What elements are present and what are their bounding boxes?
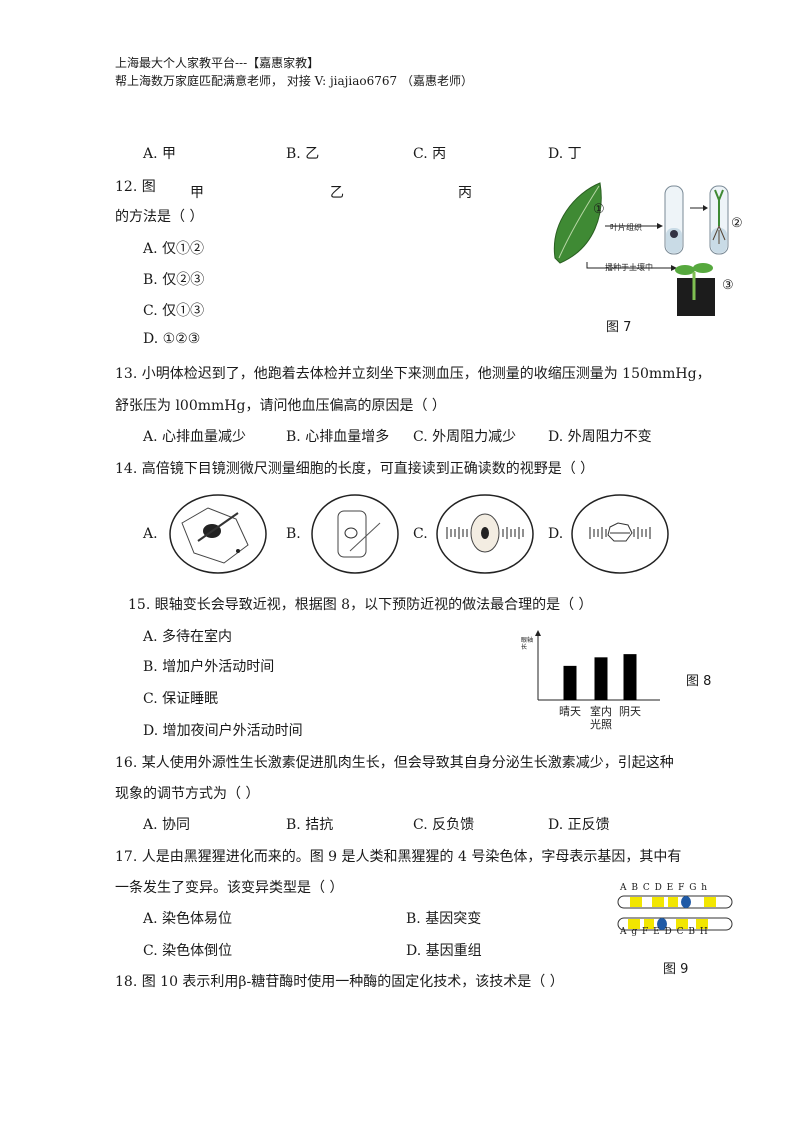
q16-stem-line1: 16. 某人使用外源性生长激素促进肌肉生长，但会导致其自身分泌生长激素减少，引起… — [115, 755, 674, 771]
chart-bar-1 — [563, 665, 577, 700]
q12-option-d: D. ①②③ — [143, 331, 201, 347]
figure-7-caption: 图 7 — [606, 320, 632, 335]
figure-7-label-tissue: 叶片组织 — [610, 223, 642, 232]
chart-x-tick-label: 晴天 — [559, 705, 581, 718]
chromosome-bottom-genes: A g F E D C B H — [620, 927, 709, 937]
q17-option-b: B. 基因突变 — [406, 911, 482, 927]
q17-option-d: D. 基因重组 — [406, 943, 482, 959]
q12-label-bing: 丙 — [458, 185, 472, 201]
q14-label-c: C. — [413, 526, 428, 542]
chart-x-tick-label: 阴天 — [619, 705, 641, 718]
q16-option-a: A. 协同 — [143, 817, 191, 833]
q12-stem-start: 12. 图 — [115, 179, 156, 195]
microscope-field-b — [311, 494, 399, 574]
q13-option-b: B. 心排血量增多 — [286, 429, 390, 445]
figure-7-illustration — [553, 182, 729, 316]
q17-option-a: A. 染色体易位 — [143, 911, 233, 927]
q16-option-b: B. 拮抗 — [286, 817, 334, 833]
chart-bar-2 — [594, 657, 608, 700]
q15-option-c: C. 保证睡眠 — [143, 691, 219, 707]
figure-8-caption: 图 8 — [686, 674, 712, 689]
q14-label-b: B. — [286, 526, 301, 542]
header-contact: 帮上海数万家庭匹配满意老师， 对接 V: jiajiao6767 （嘉惠老师） — [115, 74, 473, 88]
q16-option-c: C. 反负馈 — [413, 817, 475, 833]
q11-option-c: C. 丙 — [413, 146, 447, 162]
q11-option-d: D. 丁 — [548, 146, 582, 162]
q15-option-d: D. 增加夜间户外活动时间 — [143, 723, 303, 739]
q13-option-d: D. 外周阻力不变 — [548, 429, 652, 445]
q12-stem-end: 的方法是（ ） — [115, 209, 204, 225]
q13-stem-line2: 舒张压为 l00mmHg，请问他血压偏高的原因是（ ） — [115, 398, 446, 414]
q12-option-b: B. 仅②③ — [143, 272, 205, 288]
chromosome-bottom — [617, 917, 733, 931]
q14-stem: 14. 高倍镜下目镜测微尺测量细胞的长度，可直接读到正确读数的视野是（ ） — [115, 461, 595, 477]
q13-option-c: C. 外周阻力减少 — [413, 429, 517, 445]
q17-option-c: C. 染色体倒位 — [143, 943, 233, 959]
q12-option-c: C. 仅①③ — [143, 303, 205, 319]
q13-option-a: A. 心排血量减少 — [143, 429, 247, 445]
q11-option-b: B. 乙 — [286, 146, 320, 162]
q15-option-a: A. 多待在室内 — [143, 629, 233, 645]
q17-stem-line2: 一条发生了变异。该变异类型是（ ） — [115, 880, 344, 896]
microscope-field-d — [571, 494, 669, 574]
q16-stem-line2: 现象的调节方式为（ ） — [115, 786, 260, 802]
chart-y-axis-label: 眼轴长 — [521, 637, 534, 651]
figure-9-chromosomes — [617, 895, 733, 931]
q18-stem: 18. 图 10 表示利用β-糖苷酶时使用一种酶的固定化技术，该技术是（ ） — [115, 974, 564, 990]
chart-bar-3 — [623, 654, 637, 700]
q15-stem: 15. 眼轴变长会导致近视，根据图 8，以下预防近视的做法最合理的是（ ） — [128, 597, 593, 613]
figure-7-mark-2: ② — [731, 216, 743, 231]
figure-8-chart: 晴天室内光照阴天 — [535, 630, 660, 731]
figure-7-mark-1: ① — [593, 202, 605, 217]
chart-x-tick-label: 光照 — [590, 717, 612, 731]
chromosome-top — [617, 895, 733, 909]
figure-7-mark-3: ③ — [722, 278, 734, 293]
q14-label-a: A. — [143, 526, 158, 542]
header-platform: 上海最大个人家教平台---【嘉惠家教】 — [115, 56, 320, 70]
q11-option-a: A. 甲 — [143, 146, 177, 162]
q12-label-jia: 甲 — [190, 185, 204, 201]
q12-option-a: A. 仅①② — [143, 241, 205, 257]
q13-stem-line1: 13. 小明体检迟到了，他跑着去体检并立刻坐下来测血压，他测量的收缩压测量为 1… — [115, 366, 711, 382]
q17-stem-line1: 17. 人是由黑猩猩进化而来的。图 9 是人类和黑猩猩的 4 号染色体，字母表示… — [115, 849, 682, 865]
chart-y-axis-arrow — [535, 630, 541, 636]
q12-label-yi: 乙 — [330, 185, 344, 201]
q14-label-d: D. — [548, 526, 564, 542]
microscope-field-c — [436, 494, 534, 574]
q15-option-b: B. 增加户外活动时间 — [143, 659, 275, 675]
figure-7-label-soil: 播种于土壤中 — [605, 263, 653, 272]
q16-option-d: D. 正反馈 — [548, 817, 610, 833]
figure-9-caption: 图 9 — [663, 962, 689, 977]
chart-x-tick-label: 室内 — [590, 704, 612, 718]
chromosome-top-genes: A B C D E F G h — [620, 883, 709, 893]
microscope-field-a — [169, 494, 267, 574]
